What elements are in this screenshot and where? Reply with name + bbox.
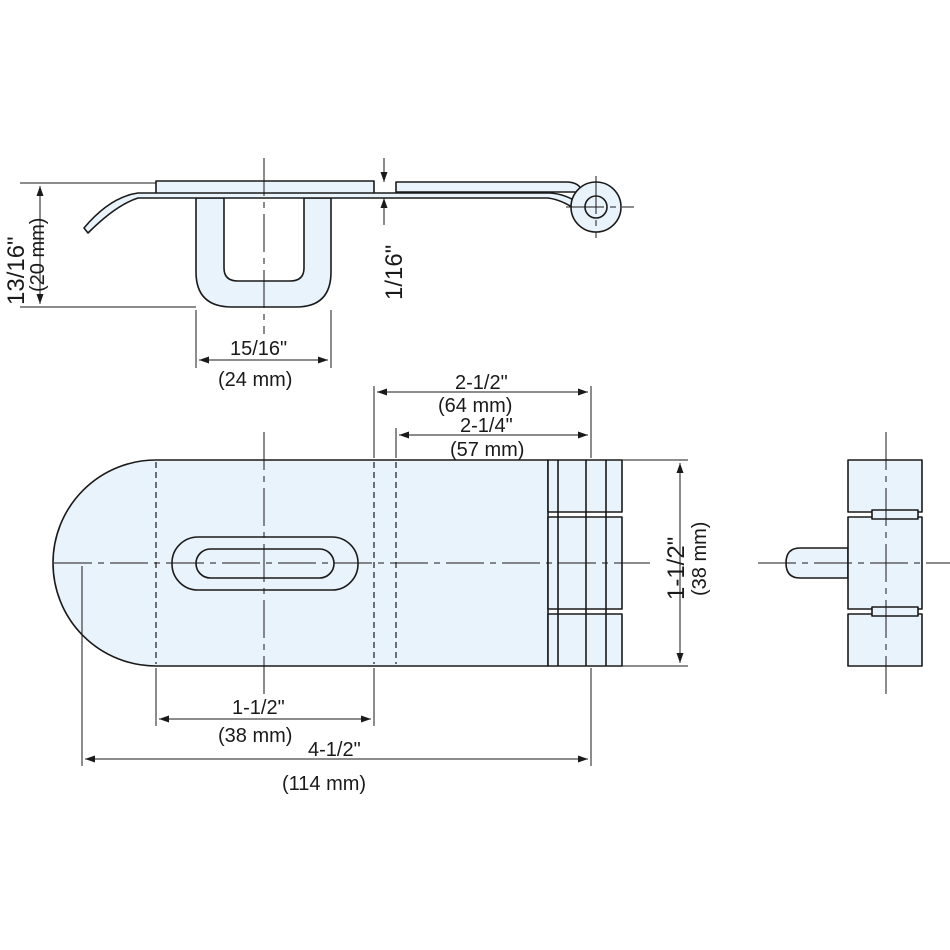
dim-hinge-slot-inch: 2-1/4" [460, 415, 513, 437]
dim-staple-mm: (24 mm) [218, 369, 292, 391]
dim-slot-inch: 1-1/2" [232, 697, 285, 719]
dim-thickness-inch: 1/16" [381, 245, 408, 300]
dim-hinge-edge-inch: 2-1/2" [455, 372, 508, 394]
dim-overall-inch: 4-1/2" [308, 739, 361, 761]
dim-hinge-edge-mm: (64 mm) [438, 395, 512, 417]
dim-hinge-slot-mm: (57 mm) [450, 439, 524, 461]
hasp-leaf [395, 181, 583, 193]
dim-slot-mm: (38 mm) [218, 725, 292, 747]
top-view: 2-1/2" (64 mm) 2-1/4" (57 mm) 1-1/2" (38… [52, 372, 711, 795]
hasp-strap [83, 192, 601, 234]
dim-width-mm: (38 mm) [689, 522, 711, 596]
dim-height-inch: 13/16" [3, 236, 30, 305]
side-view: 13/16" (20 mm) 1/16" 15/16" (24 mm) [3, 158, 634, 391]
dim-width-inch: 1-1/2" [663, 537, 690, 600]
end-knuckle-bottom [847, 613, 923, 667]
dim-staple-inch: 15/16" [230, 338, 287, 360]
knuckle-bottom [547, 613, 623, 667]
knuckle-top [547, 459, 623, 513]
dim-height-mm: (20 mm) [27, 218, 49, 292]
dim-overall-mm: (114 mm) [282, 773, 366, 795]
end-view [758, 432, 950, 694]
end-knuckle-top [847, 459, 923, 513]
